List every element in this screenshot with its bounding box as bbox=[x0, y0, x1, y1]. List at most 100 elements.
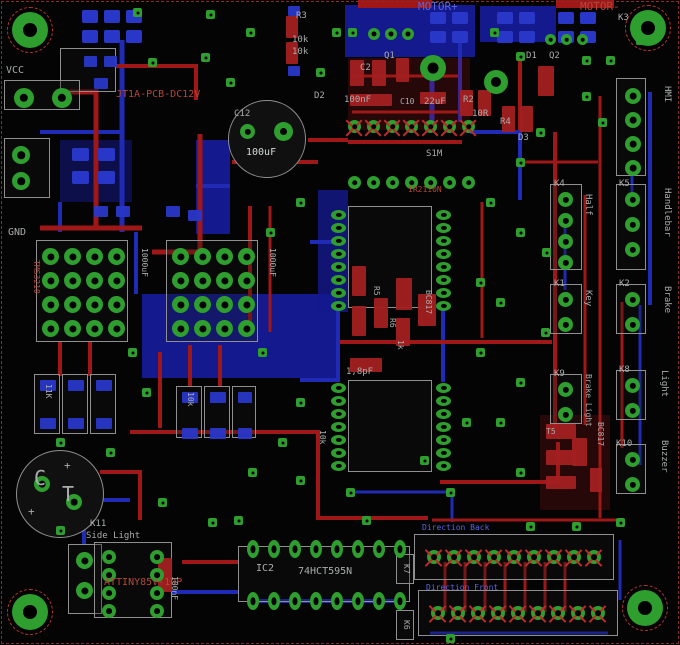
motor-minus-pads[interactable] bbox=[580, 12, 596, 24]
smd-part[interactable] bbox=[238, 428, 252, 439]
smd-part[interactable] bbox=[420, 92, 446, 104]
ic2-pads-bottom[interactable] bbox=[331, 592, 343, 610]
k10-pads[interactable] bbox=[625, 452, 640, 467]
relay1-pads[interactable] bbox=[64, 272, 81, 289]
smd-part[interactable] bbox=[238, 392, 252, 403]
topleft-pads[interactable] bbox=[82, 30, 98, 43]
driver2-pads-left[interactable] bbox=[331, 409, 346, 419]
ic2-pads-bottom[interactable] bbox=[373, 592, 385, 610]
smd-part[interactable] bbox=[96, 418, 112, 429]
gate-header-pads[interactable] bbox=[462, 120, 475, 133]
smd-part[interactable] bbox=[546, 450, 576, 465]
q2-gate-pads[interactable] bbox=[577, 34, 588, 45]
driver1-pads-left[interactable] bbox=[331, 301, 346, 311]
via[interactable] bbox=[206, 10, 215, 19]
ic2-pads-top[interactable] bbox=[289, 540, 301, 558]
ic2-pads-bottom[interactable] bbox=[247, 592, 259, 610]
smd-part[interactable] bbox=[40, 380, 56, 391]
topleft-pads[interactable] bbox=[104, 30, 120, 43]
via[interactable] bbox=[476, 278, 485, 287]
via[interactable] bbox=[362, 516, 371, 525]
via[interactable] bbox=[248, 468, 257, 477]
smd-part[interactable] bbox=[396, 58, 409, 82]
driver1-pads-right[interactable] bbox=[436, 275, 451, 285]
smd-part[interactable] bbox=[166, 206, 180, 217]
relay2-pads[interactable] bbox=[238, 248, 255, 265]
driver2-pads-right[interactable] bbox=[436, 461, 451, 471]
k1-pads[interactable] bbox=[558, 317, 573, 332]
via[interactable] bbox=[332, 28, 341, 37]
via[interactable] bbox=[56, 438, 65, 447]
smd-part[interactable] bbox=[350, 358, 382, 372]
direction-front-pads[interactable] bbox=[511, 606, 525, 620]
relay2-pads[interactable] bbox=[172, 272, 189, 289]
motor-plus-pads[interactable] bbox=[452, 12, 468, 24]
k4-pads[interactable] bbox=[558, 234, 573, 249]
direction-front-pads[interactable] bbox=[431, 606, 445, 620]
via[interactable] bbox=[234, 516, 243, 525]
k5-pads[interactable] bbox=[625, 242, 640, 257]
via[interactable] bbox=[582, 56, 591, 65]
direction-back-pads[interactable] bbox=[567, 550, 581, 564]
via[interactable] bbox=[490, 28, 499, 37]
ct-cap-outline[interactable] bbox=[16, 450, 104, 538]
smd-part[interactable] bbox=[158, 558, 172, 592]
via[interactable] bbox=[446, 634, 455, 643]
via[interactable] bbox=[142, 388, 151, 397]
k6-outline[interactable] bbox=[396, 610, 414, 640]
smd-part[interactable] bbox=[520, 106, 533, 132]
direction-back-pads[interactable] bbox=[447, 550, 461, 564]
via[interactable] bbox=[296, 476, 305, 485]
relay2-pads[interactable] bbox=[194, 248, 211, 265]
relay1-pads[interactable] bbox=[108, 248, 125, 265]
vcc-terminal-pad-1[interactable] bbox=[14, 88, 34, 108]
via[interactable] bbox=[258, 348, 267, 357]
attiny-pads-right[interactable] bbox=[150, 550, 164, 564]
driver2-pads-left[interactable] bbox=[331, 396, 346, 406]
k8-pads[interactable] bbox=[625, 403, 640, 418]
motor-plus-pads[interactable] bbox=[430, 31, 446, 43]
driver1-pads-left[interactable] bbox=[331, 210, 346, 220]
via[interactable] bbox=[226, 78, 235, 87]
attiny-pads-left[interactable] bbox=[102, 550, 116, 564]
q1-gate-pads[interactable] bbox=[368, 28, 380, 40]
c12-pad-pos[interactable] bbox=[274, 122, 293, 141]
smd-part[interactable] bbox=[352, 266, 366, 296]
ic2-pads-top[interactable] bbox=[268, 540, 280, 558]
gate-header-pads[interactable] bbox=[348, 120, 361, 133]
direction-back-pads[interactable] bbox=[487, 550, 501, 564]
via[interactable] bbox=[516, 52, 525, 61]
smd-part[interactable] bbox=[538, 66, 554, 96]
smd-part[interactable] bbox=[396, 318, 410, 346]
ic2-pads-bottom[interactable] bbox=[289, 592, 301, 610]
c12-pad-neg[interactable] bbox=[240, 124, 255, 139]
ic2-pads-bottom[interactable] bbox=[352, 592, 364, 610]
via[interactable] bbox=[420, 456, 429, 465]
smd-part[interactable] bbox=[286, 42, 298, 64]
attiny-pads-left[interactable] bbox=[102, 604, 116, 618]
smd-part[interactable] bbox=[374, 298, 388, 328]
motor-plus-pads[interactable] bbox=[430, 12, 446, 24]
via[interactable] bbox=[572, 522, 581, 531]
driver2-pads-left[interactable] bbox=[331, 461, 346, 471]
direction-front-pads[interactable] bbox=[531, 606, 545, 620]
relay1-pads[interactable] bbox=[86, 320, 103, 337]
via[interactable] bbox=[516, 378, 525, 387]
topleft-pads[interactable] bbox=[126, 30, 142, 43]
direction-front-pads[interactable] bbox=[551, 606, 565, 620]
driver1-pads-left[interactable] bbox=[331, 223, 346, 233]
via[interactable] bbox=[106, 448, 115, 457]
relay2-pads[interactable] bbox=[238, 296, 255, 313]
attiny-pads-right[interactable] bbox=[150, 568, 164, 582]
relay1-pads[interactable] bbox=[108, 272, 125, 289]
k1-pads[interactable] bbox=[558, 292, 573, 307]
via[interactable] bbox=[541, 328, 550, 337]
relay2-pads[interactable] bbox=[194, 272, 211, 289]
q1-gate-pads[interactable] bbox=[402, 28, 414, 40]
relay1-pads[interactable] bbox=[86, 296, 103, 313]
driver1-pads-left[interactable] bbox=[331, 288, 346, 298]
ic2-pads-top[interactable] bbox=[331, 540, 343, 558]
via[interactable] bbox=[296, 398, 305, 407]
driver1-pads-right[interactable] bbox=[436, 249, 451, 259]
